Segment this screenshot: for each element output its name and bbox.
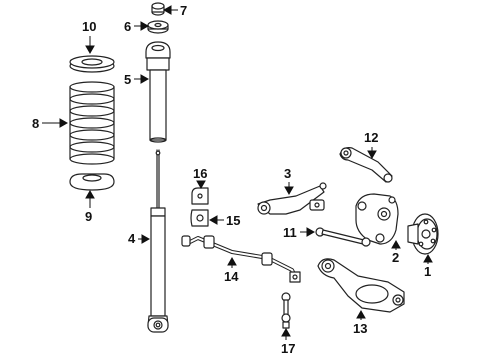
svg-text:17: 17 [281, 341, 295, 356]
callout-15: 15 [208, 213, 240, 228]
upper-control-arm [339, 147, 393, 183]
callout-10: 10 [82, 19, 96, 55]
svg-text:12: 12 [364, 130, 378, 145]
svg-text:5: 5 [124, 72, 131, 87]
svg-text:2: 2 [392, 250, 399, 265]
hub-and-bearing [407, 213, 439, 255]
callout-6: 6 [124, 19, 150, 34]
callout-11: 11 [283, 225, 316, 240]
callout-16: 16 [193, 166, 207, 190]
callout-3: 3 [284, 166, 294, 196]
svg-text:8: 8 [32, 116, 39, 131]
callout-12: 12 [364, 130, 378, 160]
svg-text:15: 15 [226, 213, 240, 228]
svg-text:11: 11 [283, 225, 297, 240]
upper-spring-seat [69, 55, 115, 73]
knuckle [355, 193, 399, 245]
lateral-link [315, 227, 371, 247]
trailing-arm [257, 182, 327, 215]
stabilizer-bushing [190, 209, 209, 227]
shock-upper-mount-and-boot [145, 41, 171, 143]
callout-7: 7 [162, 3, 187, 18]
callout-17: 17 [281, 327, 295, 356]
callout-5: 5 [124, 72, 150, 87]
svg-text:16: 16 [193, 166, 207, 181]
callout-2: 2 [391, 239, 401, 265]
stabilizer-bracket [191, 187, 209, 205]
upper-mount-nut [151, 2, 165, 16]
coil-spring [69, 81, 115, 165]
callout-14: 14 [224, 256, 239, 284]
lower-control-arm [317, 258, 405, 313]
svg-text:7: 7 [180, 3, 187, 18]
stabilizer-link [281, 292, 291, 329]
callout-9: 9 [85, 189, 95, 224]
lower-spring-insulator [69, 173, 115, 191]
svg-text:10: 10 [82, 19, 96, 34]
svg-text:1: 1 [424, 264, 431, 279]
svg-text:14: 14 [224, 269, 239, 284]
shock-absorber [147, 149, 169, 333]
callout-4: 4 [128, 231, 151, 246]
svg-text:9: 9 [85, 209, 92, 224]
callout-13: 13 [353, 309, 367, 336]
svg-text:13: 13 [353, 321, 367, 336]
mount-washer [147, 20, 169, 34]
stabilizer-bar [181, 235, 301, 283]
callout-8: 8 [32, 116, 69, 131]
svg-text:6: 6 [124, 19, 131, 34]
svg-text:4: 4 [128, 231, 136, 246]
callout-1: 1 [423, 253, 433, 279]
svg-text:3: 3 [284, 166, 291, 181]
